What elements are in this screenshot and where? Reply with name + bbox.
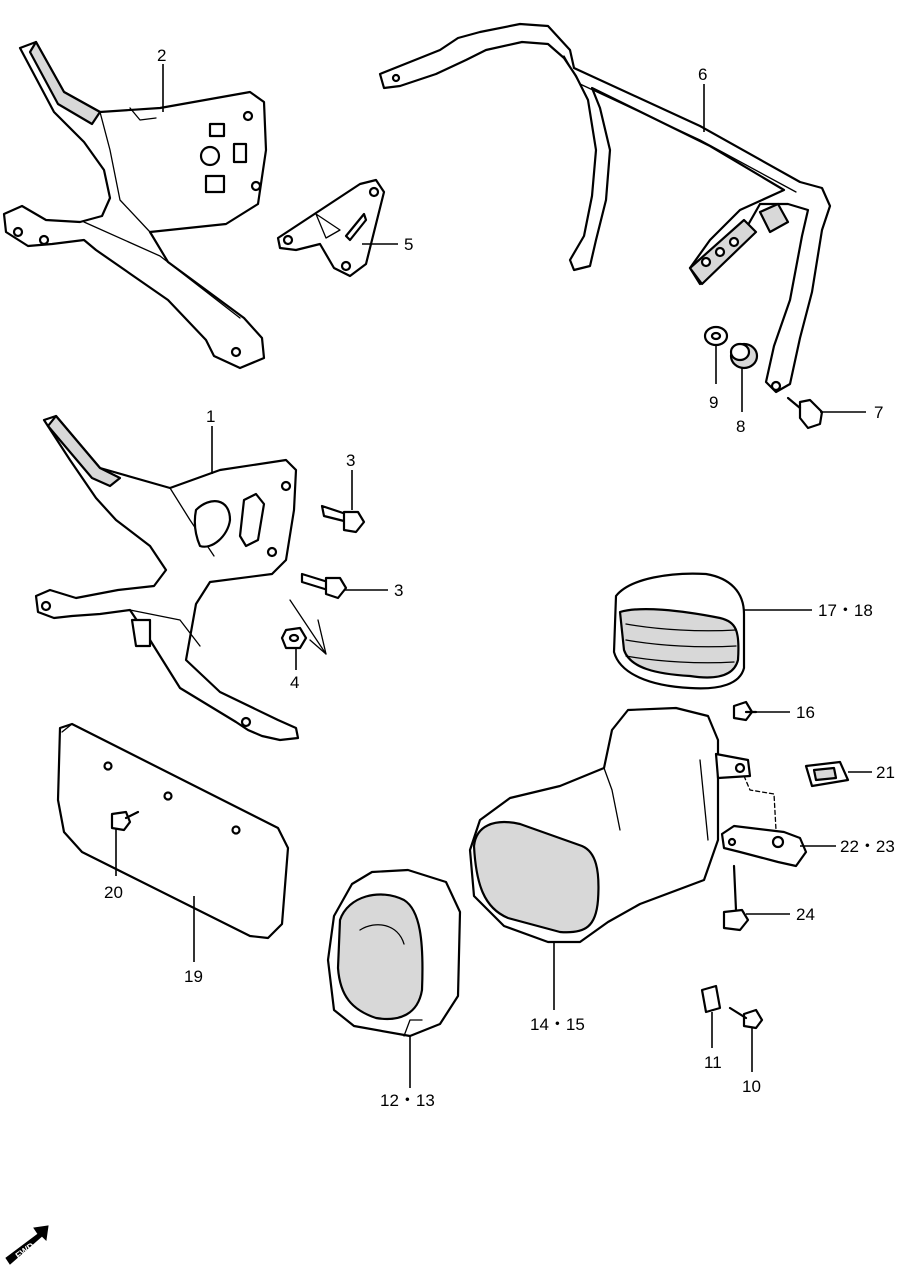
part-7-bolt	[786, 396, 824, 430]
callout-19: 19	[184, 967, 203, 986]
part-24-bolt	[722, 864, 750, 932]
callout-9: 9	[709, 393, 718, 412]
callout-2: 2	[157, 46, 166, 65]
part-1-lower-bracket	[34, 414, 300, 742]
callout-12-13: 12・13	[380, 1091, 435, 1110]
callout-11: 11	[704, 1053, 722, 1072]
part-3-bolt-lower	[300, 572, 348, 600]
part-21-clip-nut	[804, 760, 850, 788]
callout-17-18: 17・18	[818, 601, 873, 620]
callout-3-upper: 3	[346, 451, 355, 470]
part-10-screw	[728, 1006, 764, 1030]
part-20-screw	[110, 810, 140, 832]
callout-1: 1	[206, 407, 215, 426]
callout-10: 10	[742, 1077, 761, 1096]
part-19-panel	[56, 722, 290, 940]
fwd-arrow-badge: FWD	[5, 1225, 49, 1265]
part-8-cushion	[729, 342, 759, 370]
callout-labels: 2 1 3 3 4 5 6 7 8 9 17・18 16 21 22・23 24…	[104, 46, 895, 1110]
part-6-tubular-stay	[378, 22, 832, 394]
part-17-18-duct-seal	[612, 572, 746, 690]
callout-22-23: 22・23	[840, 837, 895, 856]
leader-lines	[115, 64, 872, 1088]
callout-16: 16	[796, 703, 815, 722]
callout-14-15: 14・15	[530, 1015, 585, 1034]
part-11-clip	[700, 984, 722, 1014]
part-2-upper-bracket	[2, 40, 268, 370]
callout-8: 8	[736, 417, 745, 436]
part-3-bolt-upper	[320, 504, 366, 534]
callout-7: 7	[874, 403, 883, 422]
callout-6: 6	[698, 65, 707, 84]
part-9-nut	[703, 325, 729, 347]
part-14-15-main-duct	[468, 706, 752, 944]
part-22-23-bracket	[720, 775, 808, 868]
callout-20: 20	[104, 883, 123, 902]
callout-3-lower: 3	[394, 581, 403, 600]
callout-4: 4	[290, 673, 299, 692]
part-5-stay-plate	[276, 178, 386, 278]
callout-21: 21	[876, 763, 895, 782]
part-16-screw	[732, 700, 758, 722]
part-4-nut	[280, 599, 327, 655]
callout-5: 5	[404, 235, 413, 254]
part-12-13-small-duct	[326, 868, 462, 1038]
callout-24: 24	[796, 905, 815, 924]
